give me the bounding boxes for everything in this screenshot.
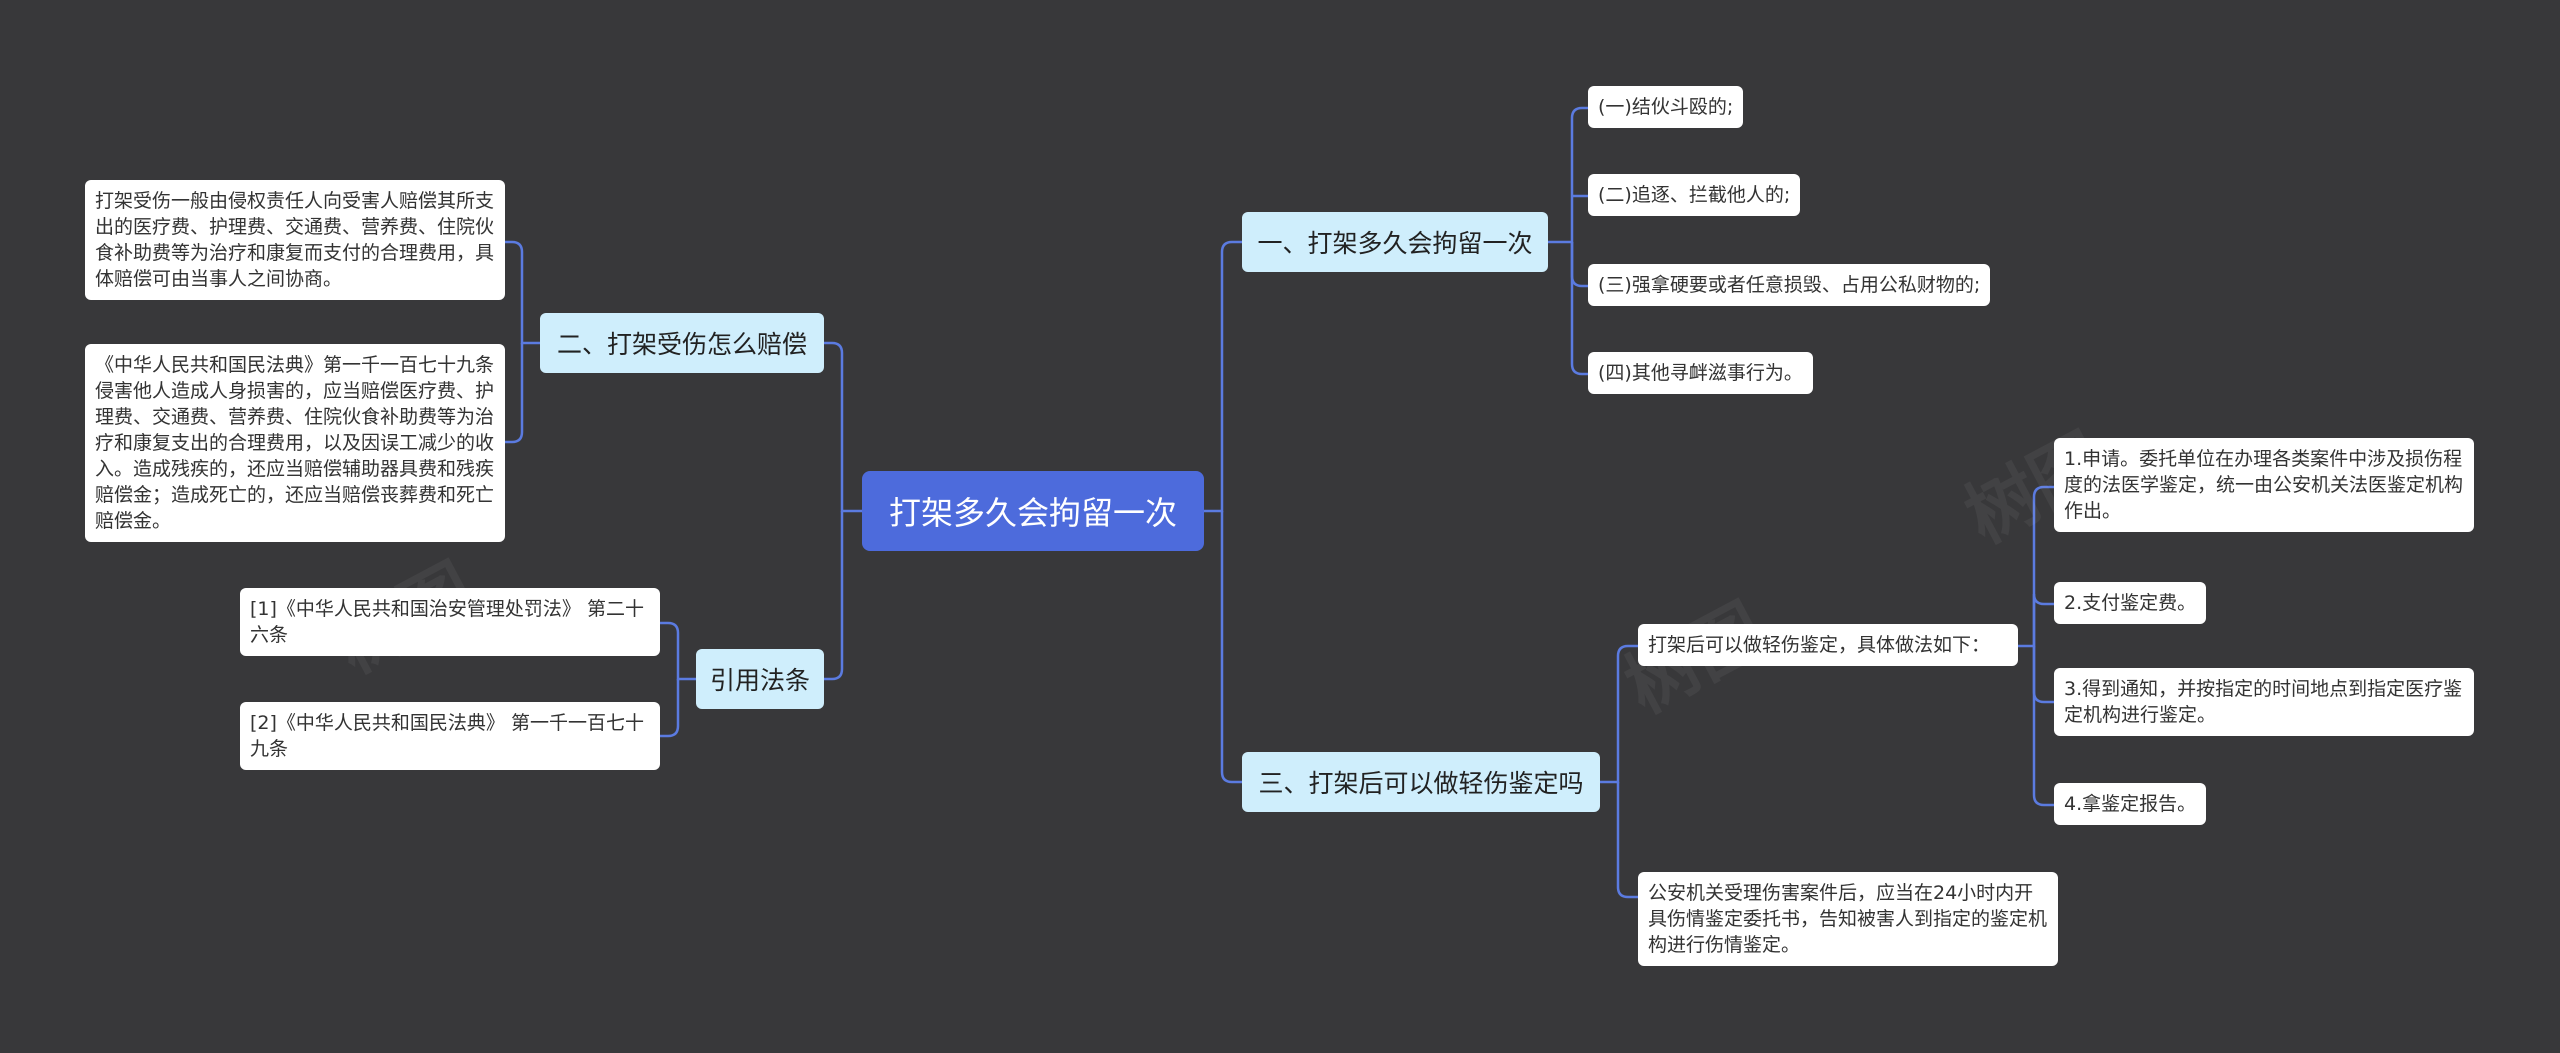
appraisal-note[interactable]: 公安机关受理伤害案件后，应当在24小时内开具伤情鉴定委托书，告知被害人到指定的鉴… [1638, 872, 2058, 966]
root-topic[interactable]: 打架多久会拘留一次 [862, 471, 1204, 551]
detention-item-1[interactable]: (一)结伙斗殴的; [1588, 86, 1744, 128]
method-step-3[interactable]: 3.得到通知，并按指定的时间地点到指定医疗鉴定机构进行鉴定。 [2054, 668, 2474, 736]
law-item-1[interactable]: [1]《中华人民共和国治安管理处罚法》 第二十六条 [240, 588, 660, 656]
branch-compensation[interactable]: 二、打架受伤怎么赔偿 [540, 313, 824, 373]
method-step-4[interactable]: 4.拿鉴定报告。 [2054, 783, 2207, 825]
appraisal-method[interactable]: 打架后可以做轻伤鉴定，具体做法如下： [1638, 624, 2018, 666]
method-step-2[interactable]: 2.支付鉴定费。 [2054, 582, 2207, 624]
method-step-1[interactable]: 1.申请。委托单位在办理各类案件中涉及损伤程度的法医学鉴定，统一由公安机关法医鉴… [2054, 438, 2474, 532]
detention-item-2[interactable]: (二)追逐、拦截他人的; [1588, 174, 1801, 216]
branch-detention[interactable]: 一、打架多久会拘留一次 [1242, 212, 1548, 272]
branch-appraisal[interactable]: 三、打架后可以做轻伤鉴定吗 [1242, 752, 1600, 812]
compensation-item-2[interactable]: 《中华人民共和国民法典》第一千一百七十九条侵害他人造成人身损害的，应当赔偿医疗费… [85, 344, 505, 542]
detention-item-3[interactable]: (三)强拿硬要或者任意损毁、占用公私财物的; [1588, 264, 1991, 306]
branch-laws[interactable]: 引用法条 [696, 649, 824, 709]
detention-item-4[interactable]: (四)其他寻衅滋事行为。 [1588, 352, 1813, 394]
law-item-2[interactable]: [2]《中华人民共和国民法典》 第一千一百七十九条 [240, 702, 660, 770]
compensation-item-1[interactable]: 打架受伤一般由侵权责任人向受害人赔偿其所支出的医疗费、护理费、交通费、营养费、住… [85, 180, 505, 300]
